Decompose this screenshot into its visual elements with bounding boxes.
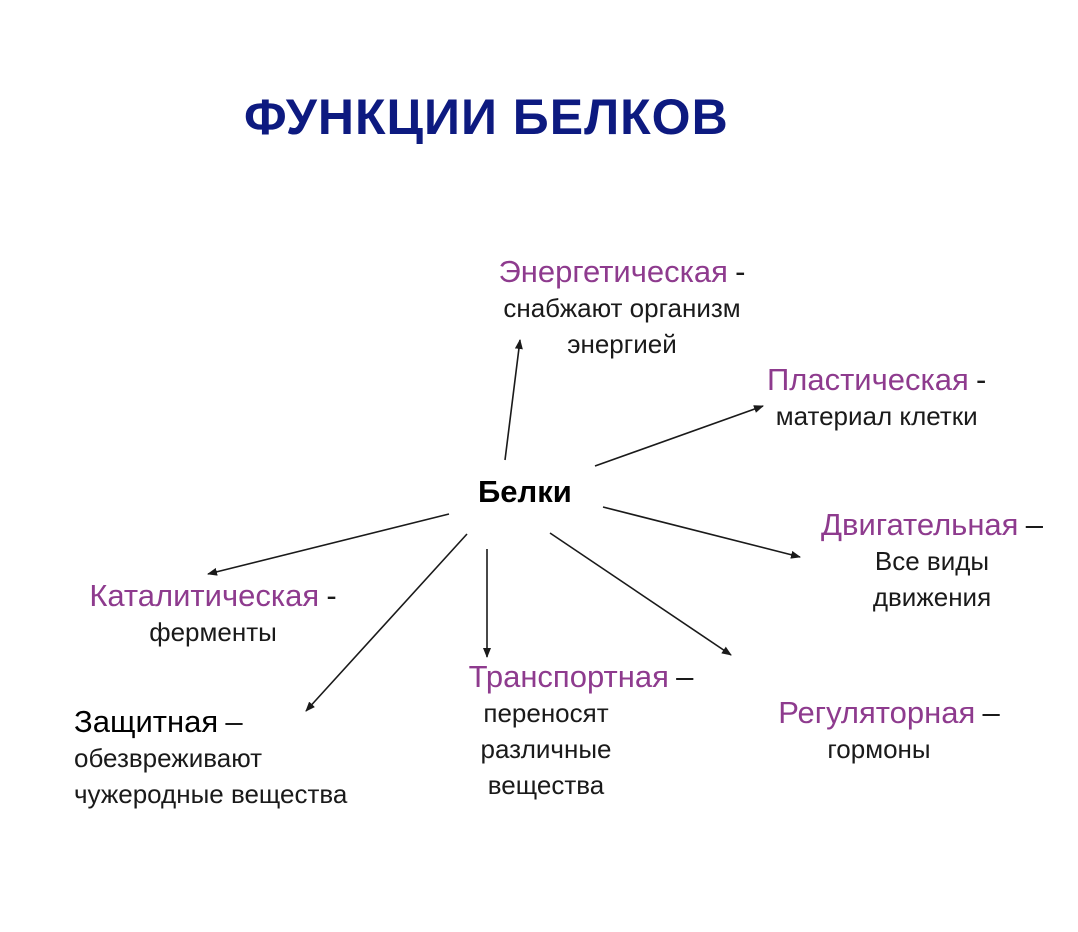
function-protective: Защитная – обезвреживают чужеродные веще… [74, 702, 347, 812]
function-description: материал клетки [775, 401, 978, 431]
function-description: снабжают организм [503, 293, 741, 323]
function-description: Все виды [874, 546, 990, 576]
function-name: Регуляторная [778, 695, 976, 730]
dash: - [976, 362, 987, 397]
function-description: обезвреживают [74, 743, 263, 773]
function-description: различные [480, 734, 612, 764]
function-description: вещества [487, 770, 605, 800]
function-regulatory: Регуляторная – гормоны [758, 693, 1020, 767]
arrow-to-energy [504, 339, 523, 461]
dash: – [1025, 507, 1043, 542]
function-name: Энергетическая [498, 254, 728, 289]
arrow-to-plastic [594, 405, 764, 467]
dash: – [676, 659, 694, 694]
page-title: ФУНКЦИИ БЕЛКОВ [244, 89, 729, 145]
center-node-proteins: Белки [478, 474, 572, 509]
function-description: чужеродные вещества [74, 779, 348, 809]
dash: - [735, 254, 746, 289]
arrow-to-protective [305, 533, 468, 712]
arrow-to-catalytic [207, 513, 450, 576]
function-name: Пластическая [767, 362, 969, 397]
function-description: ферменты [149, 617, 277, 647]
function-description: переносят [483, 698, 609, 728]
function-description: движения [872, 582, 992, 612]
function-name: Защитная [74, 704, 219, 739]
dash: – [225, 704, 243, 739]
function-motor: Двигательная – Все виды движения [800, 505, 1064, 615]
function-description: гормоны [827, 734, 931, 764]
function-name: Двигательная [821, 507, 1019, 542]
function-name: Транспортная [468, 659, 669, 694]
arrow-to-motor [602, 506, 801, 559]
function-energy: Энергетическая - снабжают организм энерг… [477, 252, 767, 362]
function-description: энергией [567, 329, 677, 359]
dash: – [982, 695, 1000, 730]
function-catalytic: Каталитическая - ферменты [66, 576, 360, 650]
arrow-to-regulatory [549, 532, 732, 656]
function-transport: Транспортная – переносят различные вещес… [446, 657, 716, 803]
dash: - [326, 578, 337, 613]
function-plastic: Пластическая - материал клетки [767, 360, 986, 434]
function-name: Каталитическая [89, 578, 320, 613]
